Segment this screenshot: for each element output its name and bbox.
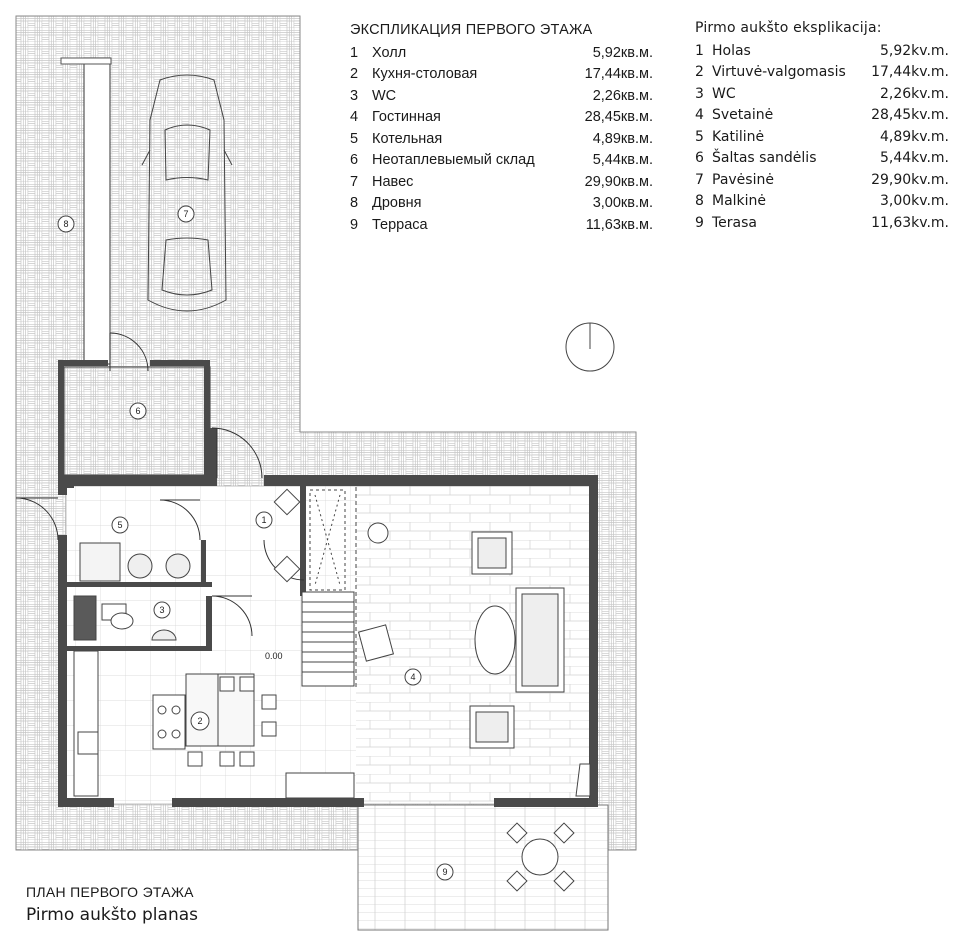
terrace bbox=[357, 804, 609, 931]
room-marker-6: 6 bbox=[129, 402, 147, 420]
svg-text:3: 3 bbox=[159, 605, 164, 615]
legend-lt-title: Pirmo aukšto eksplikacija: bbox=[695, 20, 882, 36]
north-arrow-icon bbox=[565, 322, 615, 372]
svg-text:5: 5 bbox=[117, 520, 122, 530]
car-icon bbox=[141, 74, 233, 312]
svg-text:8: 8 bbox=[63, 219, 68, 229]
boiler-equipment bbox=[79, 542, 191, 582]
room-marker-8: 8 bbox=[57, 215, 75, 233]
room-marker-9: 9 bbox=[436, 863, 454, 881]
svg-text:6: 6 bbox=[135, 406, 140, 416]
legend-ru-title: ЭКСПЛИКАЦИЯ ПЕРВОГО ЭТАЖА bbox=[350, 22, 593, 38]
living-room-furniture bbox=[273, 488, 591, 797]
svg-text:1: 1 bbox=[261, 515, 266, 525]
room-marker-3: 3 bbox=[153, 601, 171, 619]
svg-text:2: 2 bbox=[197, 716, 202, 726]
woodshed bbox=[83, 57, 111, 365]
room-marker-7: 7 bbox=[177, 205, 195, 223]
svg-text:4: 4 bbox=[410, 672, 415, 682]
svg-text:9: 9 bbox=[442, 867, 447, 877]
room-marker-1: 1 bbox=[255, 511, 273, 529]
storage-room bbox=[63, 366, 211, 476]
caption-lt: Pirmo aukšto planas bbox=[26, 905, 199, 925]
room-markers: 1 2 3 4 5 6 7 8 9 bbox=[57, 205, 454, 881]
kitchen-fixtures bbox=[73, 650, 355, 799]
room-marker-2: 2 bbox=[190, 711, 210, 731]
room-marker-4: 4 bbox=[404, 668, 422, 686]
room-marker-5: 5 bbox=[111, 516, 129, 534]
walls bbox=[58, 360, 598, 807]
wc-fixtures bbox=[73, 595, 177, 641]
stairs bbox=[301, 487, 357, 690]
caption-ru: ПЛАН ПЕРВОГО ЭТАЖА bbox=[26, 884, 194, 900]
svg-text:7: 7 bbox=[183, 209, 188, 219]
terrace-furniture bbox=[506, 822, 575, 892]
level-mark: 0.00 bbox=[265, 651, 283, 661]
